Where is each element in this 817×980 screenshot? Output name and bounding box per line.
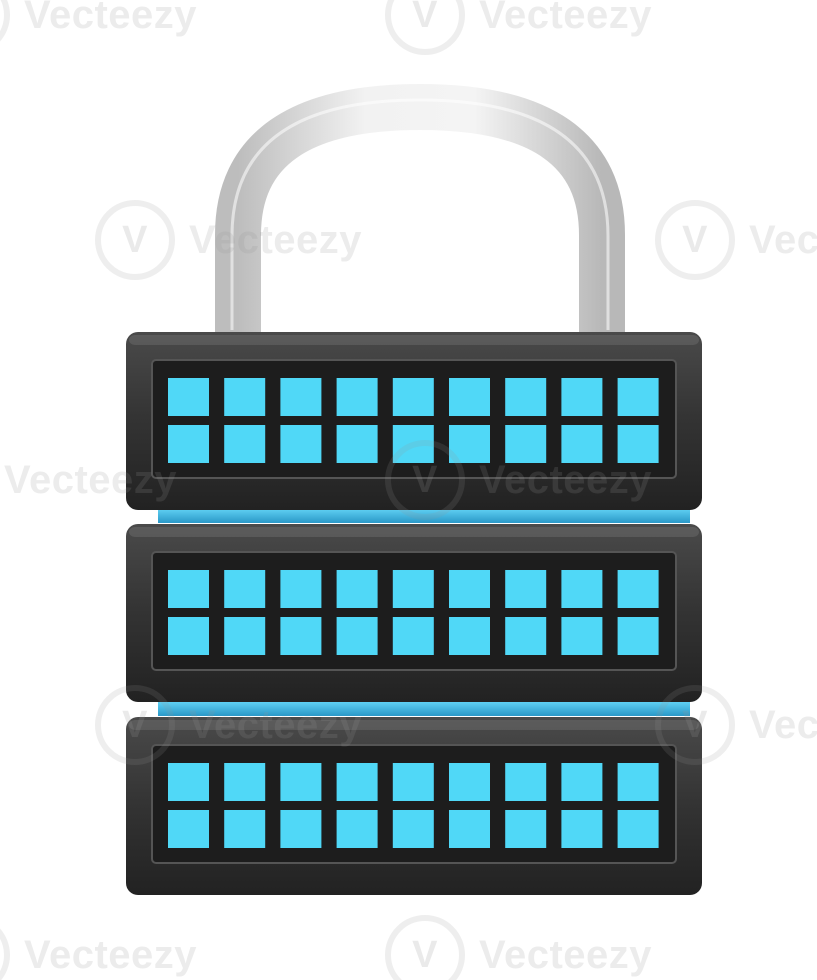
led-cell [224, 378, 266, 416]
server-unit [126, 717, 702, 895]
led-cell [280, 425, 322, 463]
server-unit-highlight [129, 527, 699, 537]
led-cell [617, 570, 659, 608]
led-cell [224, 617, 266, 655]
led-cell [449, 378, 490, 416]
led-cell [449, 425, 490, 463]
led-cell [561, 378, 603, 416]
led-cell [561, 617, 603, 655]
led-cell [505, 570, 547, 608]
led-cell [224, 810, 266, 848]
led-cell [449, 617, 490, 655]
shackle [215, 83, 625, 332]
led-cell [392, 763, 434, 801]
server-units [126, 332, 702, 895]
led-cell [336, 425, 378, 463]
led-cell [561, 425, 603, 463]
led-cell [449, 570, 490, 608]
led-cell [617, 378, 659, 416]
led-cell [168, 763, 209, 801]
led-cell [280, 810, 322, 848]
led-cell [561, 810, 603, 848]
led-cell [224, 570, 266, 608]
led-cell [505, 378, 547, 416]
connector-stripe-2 [158, 702, 690, 716]
led-cell [505, 617, 547, 655]
led-cell [336, 617, 378, 655]
led-cell [617, 425, 659, 463]
led-cell [392, 425, 434, 463]
led-cell [168, 378, 209, 416]
server-unit [126, 332, 702, 510]
led-cell [280, 378, 322, 416]
led-cell [505, 810, 547, 848]
server-unit-highlight [129, 335, 699, 345]
led-cell [617, 810, 659, 848]
led-cell [617, 617, 659, 655]
led-cell [561, 570, 603, 608]
led-cell [505, 425, 547, 463]
led-cell [449, 810, 490, 848]
led-cell [392, 810, 434, 848]
led-cell [392, 617, 434, 655]
led-cell [280, 763, 322, 801]
led-cell [336, 763, 378, 801]
shackle-highlight [230, 98, 610, 330]
led-cell [449, 763, 490, 801]
led-cell [505, 763, 547, 801]
led-cell [336, 570, 378, 608]
led-cell [561, 763, 603, 801]
led-cell [224, 763, 266, 801]
led-cell [336, 810, 378, 848]
led-cell [617, 763, 659, 801]
connector-stripe-1 [158, 509, 690, 523]
led-cell [392, 570, 434, 608]
server-unit [126, 524, 702, 702]
led-cell [280, 617, 322, 655]
led-cell [168, 617, 209, 655]
led-cell [224, 425, 266, 463]
led-cell [392, 378, 434, 416]
server-unit-highlight [129, 720, 699, 730]
led-cell [336, 378, 378, 416]
led-cell [168, 570, 209, 608]
led-cell [280, 570, 322, 608]
led-cell [168, 810, 209, 848]
led-cell [168, 425, 209, 463]
